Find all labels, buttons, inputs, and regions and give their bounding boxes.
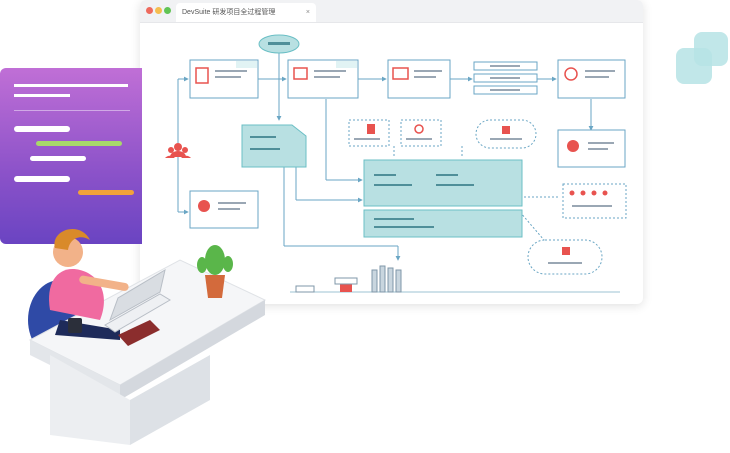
side-panel: [0, 68, 142, 244]
minimize-window-button[interactable]: [155, 7, 162, 14]
tab-title: DevSuite 研发项目全过程管理: [182, 9, 276, 16]
coffee-mug: [68, 318, 82, 333]
desk-scene: [28, 228, 267, 445]
browser-tab[interactable]: DevSuite 研发项目全过程管理 ×: [176, 3, 316, 22]
laptop: [109, 268, 166, 322]
browser-title-bar: DevSuite 研发项目全过程管理 ×: [140, 0, 643, 23]
decor-square-front: [676, 48, 712, 84]
panel-lines: [14, 84, 134, 195]
cactus-plant: [205, 275, 225, 298]
team-icon: [165, 143, 191, 158]
tab-close-icon[interactable]: ×: [305, 9, 310, 16]
close-window-button[interactable]: [146, 7, 153, 14]
book: [118, 320, 160, 346]
maximize-window-button[interactable]: [164, 7, 171, 14]
workflow-diagram: [165, 34, 627, 293]
